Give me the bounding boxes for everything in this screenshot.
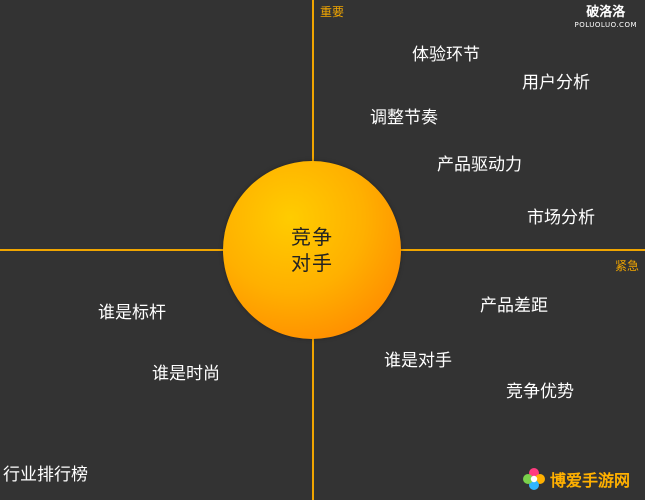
watermark-bottom-text: 博爱手游网 — [550, 471, 631, 490]
term-fashion: 谁是时尚 — [152, 364, 220, 384]
axis-label-important: 重要 — [320, 5, 345, 19]
center-label-line2: 对手 — [291, 251, 333, 275]
watermark-bottom-right: 博爱手游网 — [522, 467, 630, 491]
axis-label-urgent: 紧急 — [615, 259, 640, 273]
term-benchmark: 谁是标杆 — [98, 303, 166, 323]
term-user-analysis: 用户分析 — [522, 73, 590, 93]
term-product-drive: 产品驱动力 — [437, 155, 522, 175]
term-experience: 体验环节 — [412, 45, 480, 65]
center-label-line1: 竞争 — [291, 225, 333, 249]
term-product-gap: 产品差距 — [480, 296, 548, 316]
term-pacing: 调整节奏 — [370, 108, 438, 128]
watermark-top-right: 破洛洛 POLUOLUO.COM — [575, 6, 637, 30]
flower-logo-icon — [523, 468, 545, 490]
term-industry-ranking: 行业排行榜 — [3, 465, 88, 485]
center-circle: 竞争 对手 — [223, 161, 401, 339]
term-market-analysis: 市场分析 — [527, 208, 595, 228]
term-who-rival: 谁是对手 — [384, 351, 452, 371]
watermark-top-en: POLUOLUO.COM — [574, 21, 637, 29]
watermark-top-cn: 破洛洛 — [586, 5, 626, 20]
term-competitive-edge: 竞争优势 — [506, 382, 574, 402]
